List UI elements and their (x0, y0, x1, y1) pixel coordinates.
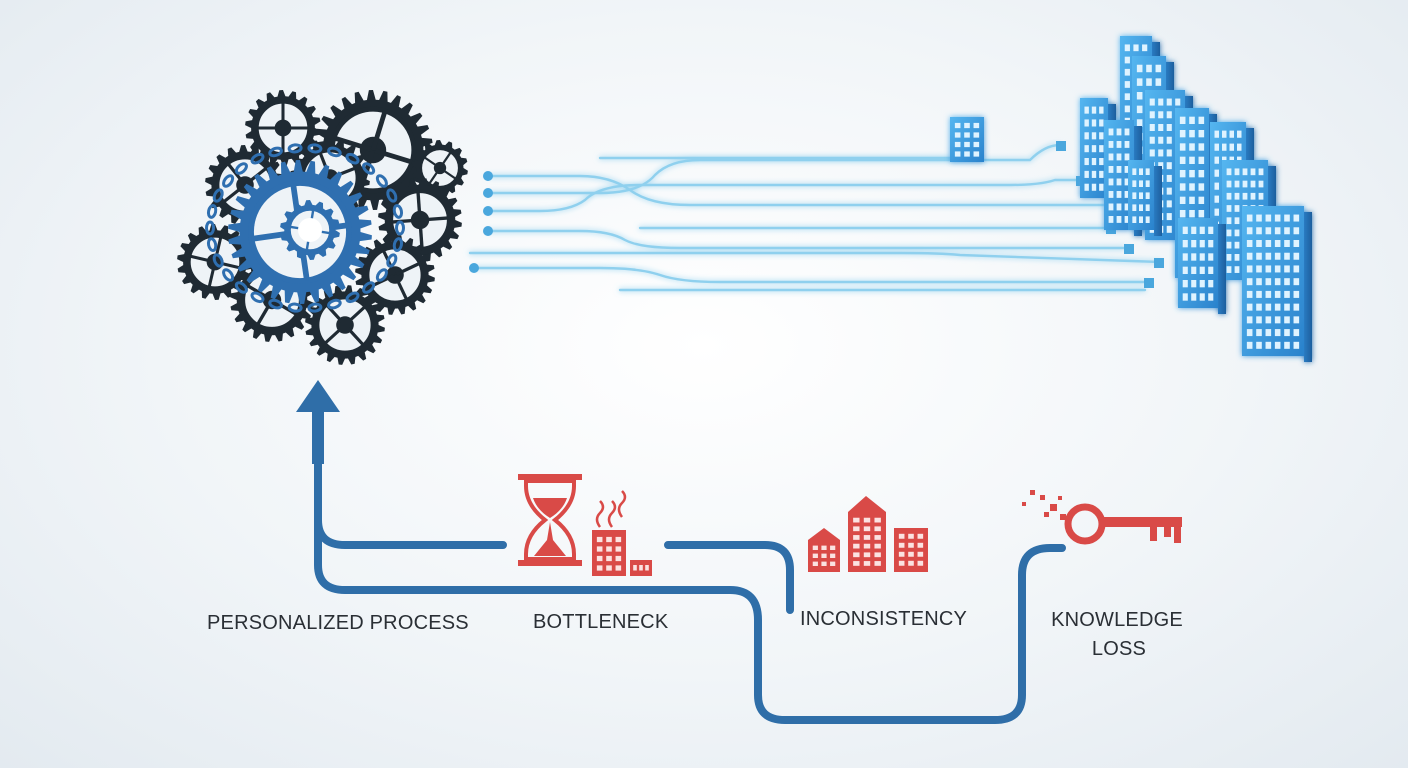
gear-icon (305, 285, 385, 365)
building-icon (1178, 218, 1226, 314)
label-bottleneck: BOTTLENECK (533, 611, 669, 633)
connector-lines (468, 143, 1162, 292)
flow-path (314, 456, 1066, 724)
label-loss: LOSS (1092, 638, 1146, 660)
factory-icon (592, 490, 652, 576)
city-buildings-icon (1080, 36, 1312, 362)
gear-icon (355, 235, 435, 315)
connector-nodes (469, 141, 1164, 288)
hourglass-icon (518, 474, 582, 566)
chain-icon (205, 143, 405, 313)
building-icon (1128, 160, 1162, 236)
mismatched-buildings-icon (808, 496, 928, 572)
building-icon (1242, 206, 1312, 362)
label-inconsistency: INCONSISTENCY (800, 608, 967, 630)
label-personalized-process: PERSONALIZED PROCESS (207, 612, 469, 634)
small-building-icon (950, 117, 984, 162)
gear-cluster-icon (177, 90, 468, 365)
label-knowledge: KNOWLEDGE (1051, 609, 1183, 631)
dissolving-key-icon (1022, 490, 1182, 545)
arrow-up-icon (296, 380, 340, 464)
